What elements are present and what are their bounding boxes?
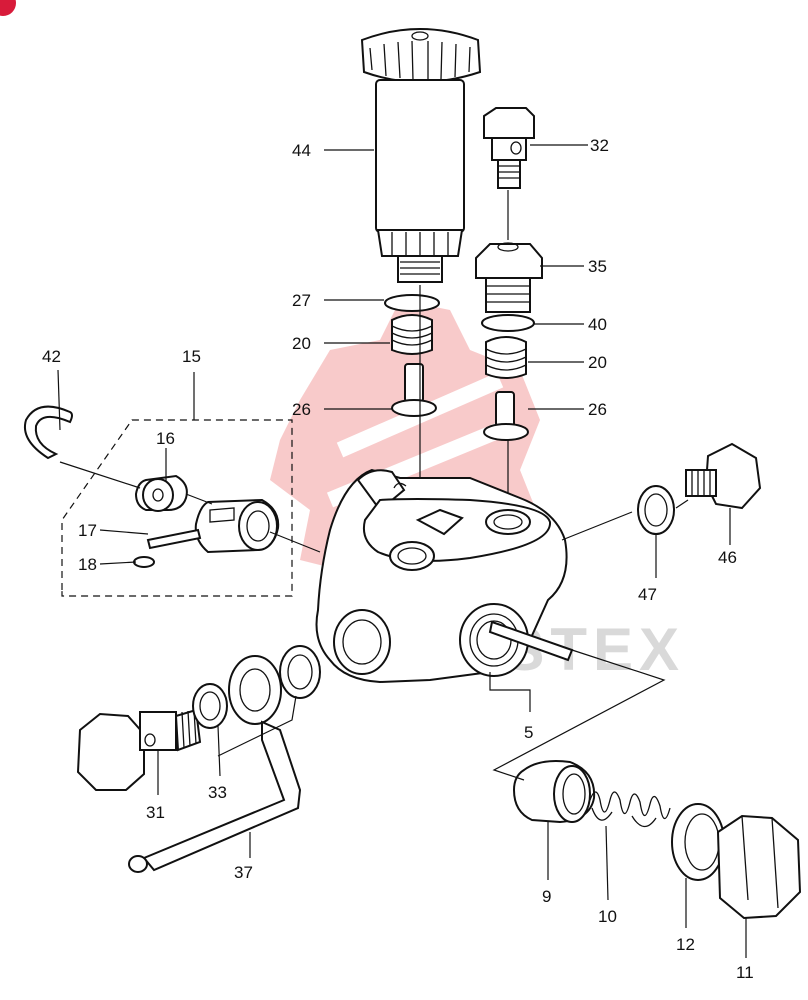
label-26-left: 26 — [292, 400, 311, 419]
part-46-plug-screw — [685, 442, 762, 510]
part-33-washer-right — [279, 645, 321, 699]
part-labels: 44 32 35 27 40 20 20 26 26 42 15 16 17 1… — [42, 136, 754, 982]
part-20-spring-right — [485, 336, 527, 379]
label-20-right: 20 — [588, 353, 607, 372]
label-11: 11 — [736, 963, 754, 982]
label-32: 32 — [590, 136, 609, 155]
part-27-o-ring — [384, 294, 440, 312]
part-11-cap-nut — [716, 814, 802, 920]
label-16: 16 — [156, 429, 175, 448]
notification-badge — [0, 0, 16, 16]
part-31-banjo-bolt — [76, 708, 202, 791]
label-27: 27 — [292, 291, 311, 310]
label-42: 42 — [42, 347, 61, 366]
part-37-banjo-pipe — [128, 655, 302, 873]
label-33: 33 — [208, 783, 227, 802]
part-47-washer — [637, 485, 675, 535]
label-35: 35 — [588, 257, 607, 276]
part-15-plunger-housing — [194, 498, 280, 554]
part-10-spring — [589, 791, 671, 828]
part-33-washer-left — [192, 683, 228, 729]
part-42-snap-ring — [24, 405, 73, 460]
label-47: 47 — [638, 585, 657, 604]
label-12: 12 — [676, 935, 695, 954]
part-18-small-pin — [133, 556, 155, 568]
part-40-o-ring — [481, 314, 535, 332]
label-18: 18 — [78, 555, 97, 574]
part-9-piston — [512, 760, 596, 824]
part-26-valve-left — [391, 363, 437, 417]
part-20-spring-left — [391, 314, 433, 355]
label-15: 15 — [182, 347, 201, 366]
label-46: 46 — [718, 548, 737, 567]
label-17: 17 — [78, 521, 97, 540]
label-9: 9 — [542, 887, 551, 906]
label-26-right: 26 — [588, 400, 607, 419]
part-17-pin — [146, 528, 202, 550]
part-44-filter-cup — [360, 28, 482, 283]
label-10: 10 — [598, 907, 617, 926]
part-26-valve-right — [483, 391, 529, 441]
label-40: 40 — [588, 315, 607, 334]
group-15-outline — [61, 419, 293, 597]
label-31: 31 — [146, 803, 165, 822]
part-5-shaft — [488, 620, 574, 662]
leader-lines — [57, 144, 747, 958]
label-37: 37 — [234, 863, 253, 882]
part-35-fitting-nut — [475, 242, 543, 313]
part-16-roller — [134, 474, 188, 512]
label-20-left: 20 — [292, 334, 311, 353]
label-44: 44 — [292, 141, 311, 160]
label-5: 5 — [524, 723, 533, 742]
part-32-banjo-bolt — [483, 107, 535, 189]
